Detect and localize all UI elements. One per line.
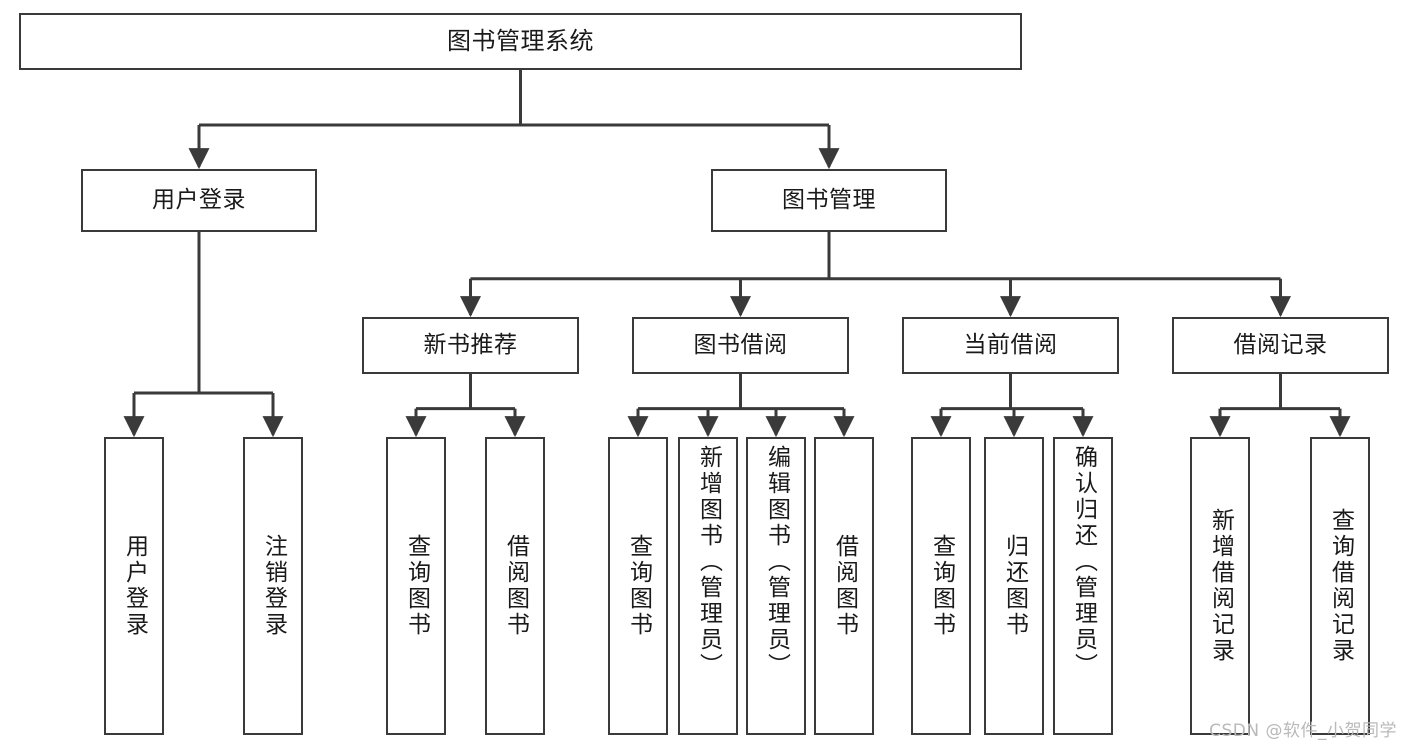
- node-book-borrow-label: 图书借阅: [693, 331, 788, 358]
- node-current-borrow[interactable]: 当前借阅: [902, 317, 1119, 374]
- node-leaf-confirm-return[interactable]: 确认归还（管理员）: [1053, 437, 1113, 735]
- node-user-login-label: 用户登录: [152, 186, 246, 213]
- node-leaf-add-record[interactable]: 新增借阅记录: [1190, 437, 1250, 735]
- node-leaf-user-login[interactable]: 用户登录: [104, 437, 164, 735]
- node-borrow-record[interactable]: 借阅记录: [1172, 317, 1389, 374]
- node-leaf-add-record-label: 新增借阅记录: [1207, 508, 1234, 664]
- node-book-borrow[interactable]: 图书借阅: [632, 317, 849, 374]
- node-leaf-user-login-label: 用户登录: [121, 534, 148, 638]
- node-leaf-logout[interactable]: 注销登录: [243, 437, 303, 735]
- node-leaf-confirm-return-label: 确认归还（管理员）: [1070, 445, 1097, 679]
- node-current-borrow-label: 当前借阅: [963, 331, 1058, 358]
- node-root-label: 图书管理系统: [447, 27, 594, 56]
- watermark-text: CSDN @软件_小贺同学: [1209, 721, 1397, 741]
- node-leaf-logout-label: 注销登录: [260, 534, 287, 638]
- node-leaf-query-record[interactable]: 查询借阅记录: [1310, 437, 1370, 735]
- node-book-manage[interactable]: 图书管理: [711, 169, 947, 232]
- node-leaf-borrow-book-1-label: 借阅图书: [502, 534, 529, 638]
- node-leaf-borrow-book-1[interactable]: 借阅图书: [485, 437, 545, 735]
- node-leaf-query-book-2-label: 查询图书: [625, 534, 652, 638]
- node-user-login[interactable]: 用户登录: [81, 169, 317, 232]
- node-new-book-rec-label: 新书推荐: [423, 331, 518, 358]
- node-leaf-edit-book[interactable]: 编辑图书（管理员）: [746, 437, 806, 735]
- node-leaf-edit-book-label: 编辑图书（管理员）: [763, 445, 790, 679]
- node-leaf-query-book-3[interactable]: 查询图书: [911, 437, 971, 735]
- node-leaf-return-book-label: 归还图书: [1001, 534, 1028, 638]
- node-leaf-return-book[interactable]: 归还图书: [984, 437, 1044, 735]
- node-leaf-borrow-book-2-label: 借阅图书: [831, 534, 858, 638]
- node-leaf-query-book-2[interactable]: 查询图书: [608, 437, 668, 735]
- node-leaf-query-record-label: 查询借阅记录: [1327, 508, 1354, 664]
- connector-lines: [123, 70, 1351, 438]
- node-leaf-query-book-1[interactable]: 查询图书: [386, 437, 446, 735]
- node-leaf-add-book[interactable]: 新增图书（管理员）: [678, 437, 738, 735]
- node-borrow-record-label: 借阅记录: [1233, 331, 1328, 358]
- node-leaf-add-book-label: 新增图书（管理员）: [695, 445, 722, 679]
- node-leaf-query-book-3-label: 查询图书: [928, 534, 955, 638]
- node-book-manage-label: 图书管理: [782, 186, 876, 213]
- node-leaf-query-book-1-label: 查询图书: [403, 534, 430, 638]
- node-root[interactable]: 图书管理系统: [19, 13, 1022, 70]
- node-leaf-borrow-book-2[interactable]: 借阅图书: [814, 437, 874, 735]
- node-new-book-rec[interactable]: 新书推荐: [362, 317, 579, 374]
